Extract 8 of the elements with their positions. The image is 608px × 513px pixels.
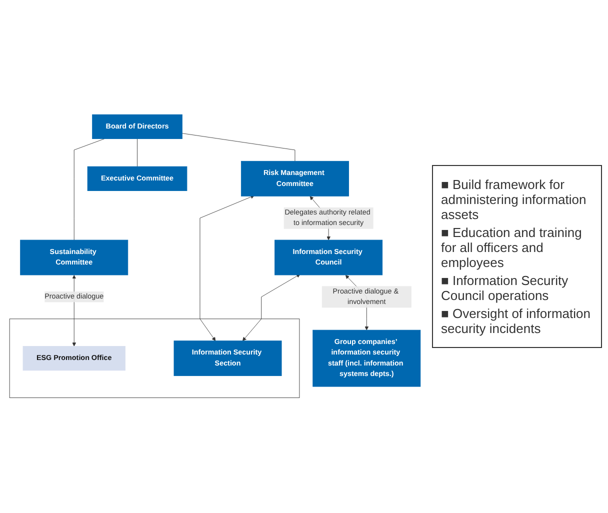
connector xyxy=(137,138,138,168)
bullet-text: ■ Oversight of information security incidents xyxy=(441,306,592,336)
connector xyxy=(74,138,105,241)
connector xyxy=(182,133,296,162)
bullet-text: ■ Education and training for all officers and employees xyxy=(441,225,583,270)
bullet-text: ■ Build framework for administering information assets xyxy=(441,177,588,222)
cluster xyxy=(9,318,300,398)
bullet-text: ■ Information Security Council operations xyxy=(441,273,570,303)
